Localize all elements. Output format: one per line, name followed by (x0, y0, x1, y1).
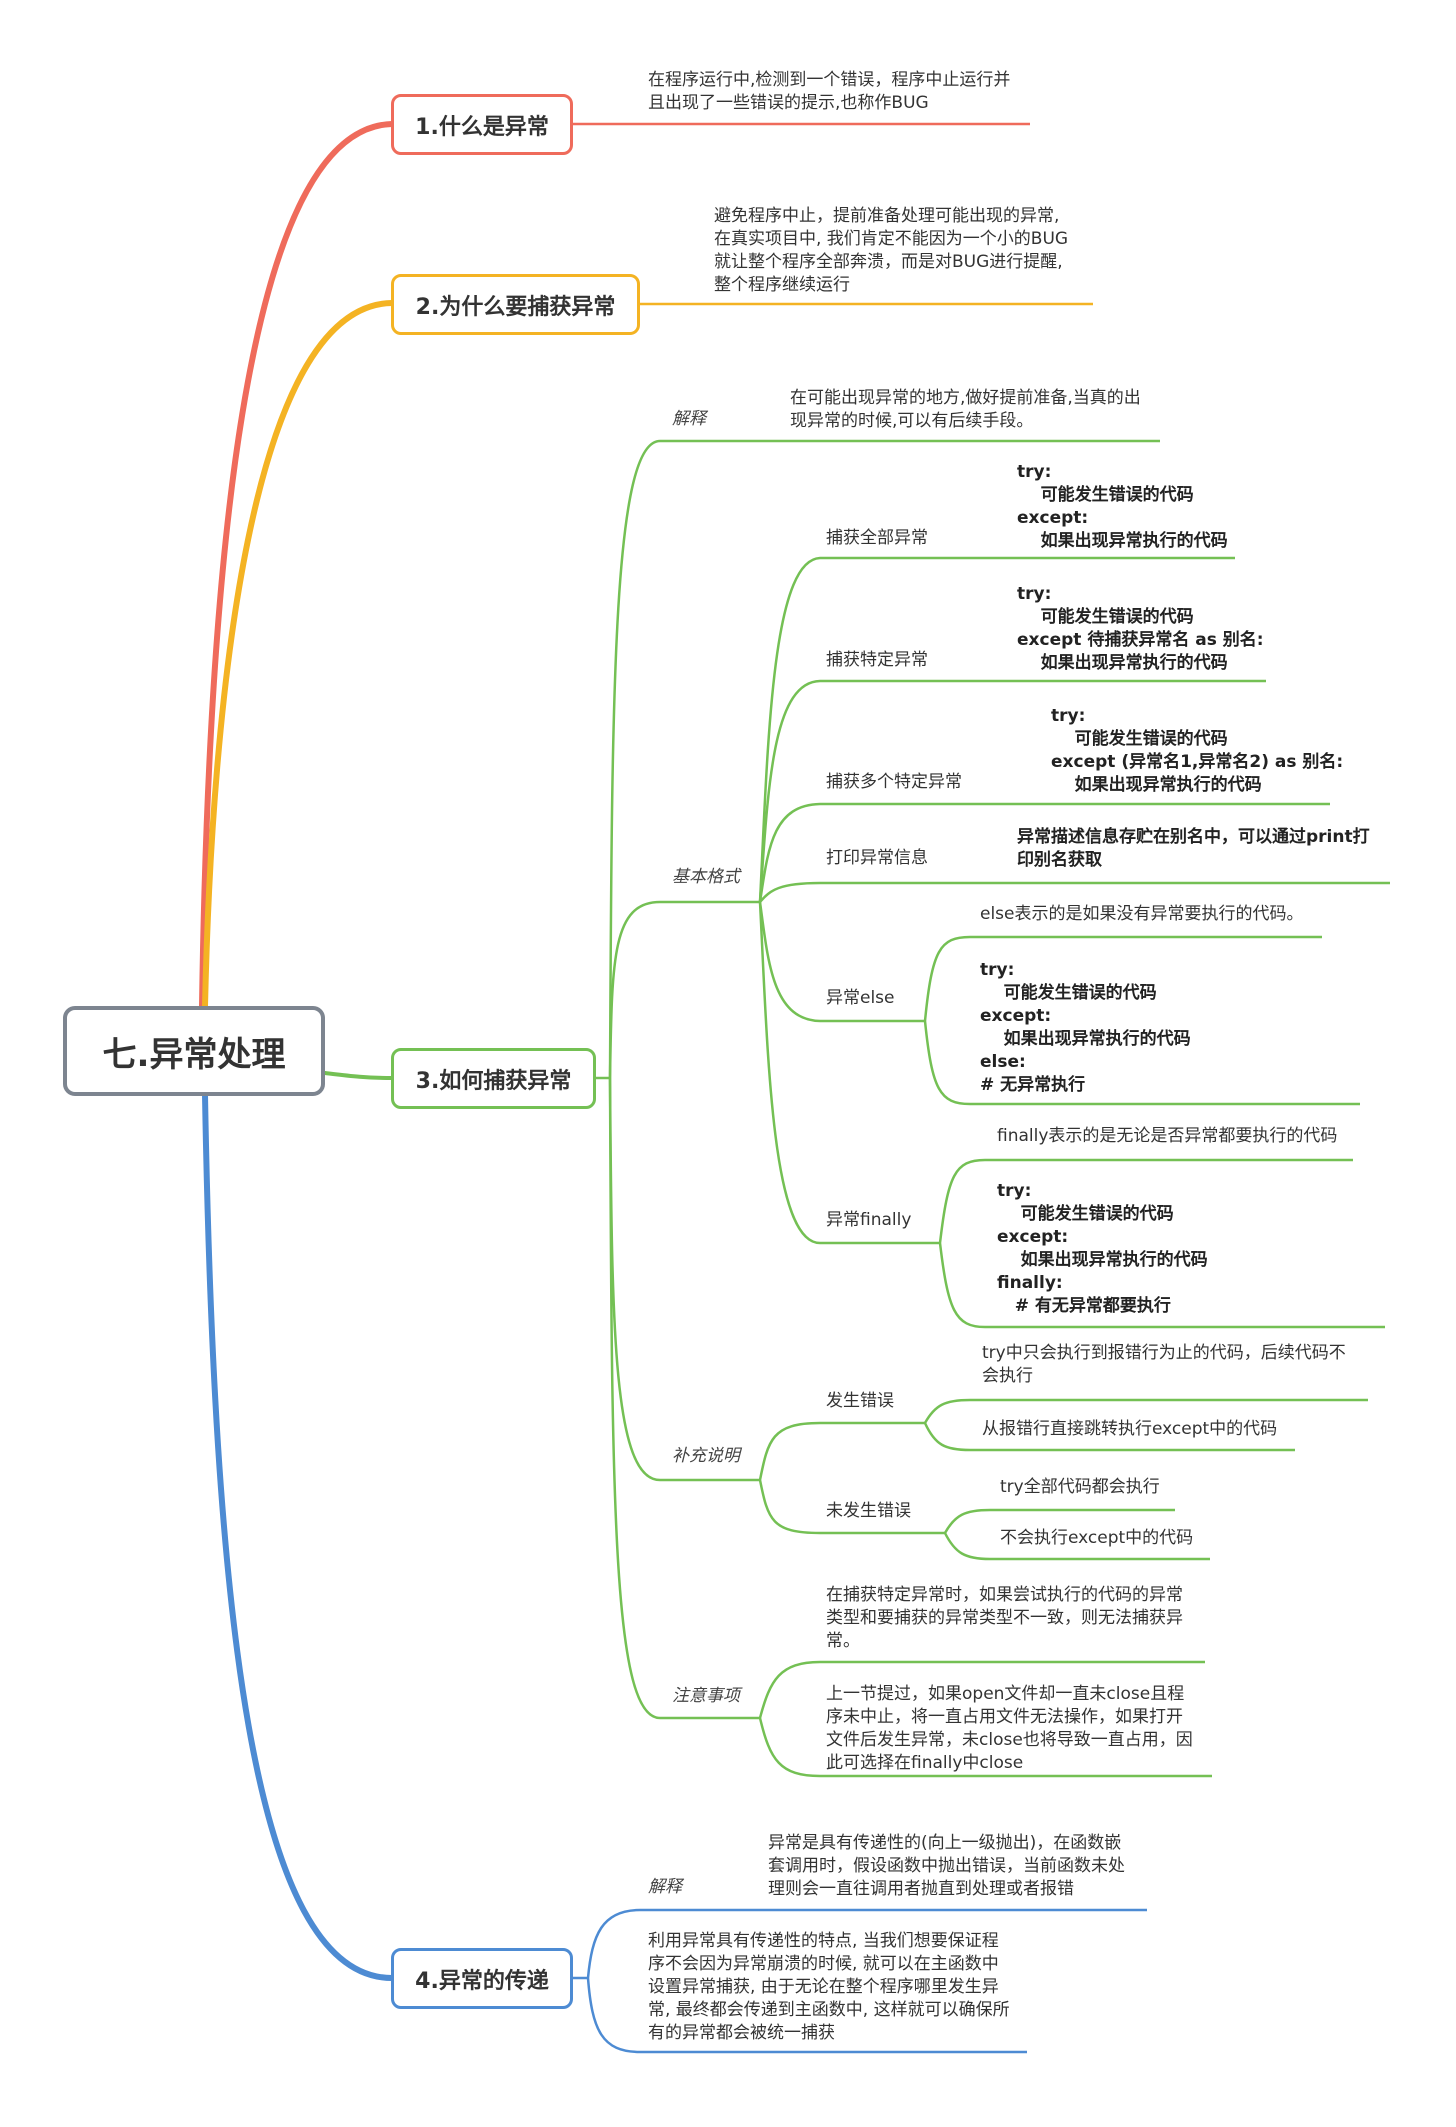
t3-jibengeshi-label: 基本格式 (672, 867, 740, 887)
buchong-noerror-label: 未发生错误 (826, 1501, 911, 1521)
finally-to-code (938, 1242, 1385, 1329)
root-title: 七.异常处理 (102, 1034, 286, 1075)
t4-usage: 利用异常具有传递性的特点, 当我们想要保证程 序不会因为异常崩溃的时候, 就可以… (648, 1931, 1010, 2043)
else-to-code (923, 1020, 1360, 1106)
else-to-desc (923, 935, 1322, 1022)
item-all-label: 捕获全部异常 (826, 528, 928, 548)
t4-jieshi-text: 异常是具有传递性的(向上一级抛出)，在函数嵌 套调用时，假设函数中抛出错误，当前… (768, 1833, 1125, 1899)
item-finally-label: 异常finally (826, 1210, 912, 1230)
buchong-to-error (758, 1421, 925, 1481)
t4-to-jieshi (586, 1908, 1147, 1979)
item-finally-code: try: 可能发生错误的代码 except: 如果出现异常执行的代码 final… (997, 1181, 1208, 1316)
topic-2-title: 2.为什么要捕获异常 (415, 294, 616, 320)
t3-zhuyi-label: 注意事项 (672, 1686, 740, 1706)
item-multi-label: 捕获多个特定异常 (826, 772, 962, 792)
topic-2-node[interactable]: 2.为什么要捕获异常 (391, 274, 640, 335)
root-node[interactable]: 七.异常处理 (63, 1006, 325, 1096)
topic-4-node[interactable]: 4.异常的传递 (391, 1948, 573, 2009)
zhuyi-to-a (758, 1660, 1205, 1719)
buchong-error-a: try中只会执行到报错行为止的代码，后续代码不 会执行 (982, 1343, 1346, 1386)
t3-to-jieshi (608, 439, 1160, 1079)
item-else-label: 异常else (826, 988, 895, 1008)
topic-1-desc: 在程序运行中,检测到一个错误，程序中止运行并 且出现了一些错误的提示,也称作BU… (648, 70, 1011, 113)
item-print-code: 异常描述信息存贮在别名中，可以通过print打 印别名获取 (1017, 827, 1370, 870)
topic-2-desc: 避免程序中止，提前准备处理可能出现的异常, 在真实项目中, 我们肯定不能因为一个… (714, 206, 1069, 295)
topic-3-title: 3.如何捕获异常 (415, 1068, 572, 1094)
jbgs-to-multi (758, 802, 1330, 903)
noerror-to-a (943, 1508, 1175, 1534)
buchong-noerror-b: 不会执行except中的代码 (1000, 1528, 1194, 1548)
buchong-noerror-a: try全部代码都会执行 (1000, 1477, 1160, 1497)
t3-to-buchong (608, 1077, 760, 1482)
jbgs-to-finally (758, 901, 940, 1245)
branch-green (323, 1071, 394, 1080)
t3-jieshi-label: 解释 (672, 409, 706, 429)
error-to-b (923, 1422, 1295, 1452)
topic-4-title: 4.异常的传递 (415, 1968, 549, 1994)
zhuyi-to-b (758, 1717, 1212, 1778)
jbgs-to-else (758, 901, 925, 1023)
item-specific-code: try: 可能发生错误的代码 except 待捕获异常名 as 别名: 如果出现… (1017, 584, 1264, 673)
jbgs-to-all (758, 556, 1235, 903)
zhuyi-b: 上一节提过，如果open文件却一直未close且程 序未中止，将一直占用文件无法… (826, 1684, 1193, 1773)
item-finally-desc: finally表示的是无论是否异常都要执行的代码 (997, 1126, 1338, 1146)
item-else-code: try: 可能发生错误的代码 except: 如果出现异常执行的代码 else:… (980, 960, 1191, 1095)
t4-to-usage (586, 1977, 1027, 2054)
branch-blue (202, 1092, 395, 1981)
finally-to-desc (938, 1158, 1353, 1244)
noerror-to-b (943, 1532, 1210, 1561)
t3-to-zhuyi (608, 1077, 760, 1720)
item-else-desc: else表示的是如果没有异常要执行的代码。 (980, 904, 1304, 924)
item-specific-label: 捕获特定异常 (826, 650, 928, 670)
topic-3-node[interactable]: 3.如何捕获异常 (391, 1048, 596, 1109)
t3-buchong-label: 补充说明 (672, 1446, 740, 1466)
item-all-code: try: 可能发生错误的代码 except: 如果出现异常执行的代码 (1017, 462, 1228, 551)
topic-1-title: 1.什么是异常 (415, 114, 549, 140)
t3-to-jibengeshi (608, 900, 760, 1079)
jbgs-to-print (759, 881, 1390, 903)
branch-yellow (202, 300, 395, 1009)
item-multi-code: try: 可能发生错误的代码 except (异常名1,异常名2) as 别名:… (1051, 706, 1344, 795)
buchong-error-label: 发生错误 (826, 1391, 894, 1411)
buchong-to-noerror (758, 1479, 945, 1535)
error-to-a (923, 1398, 1368, 1424)
item-print-label: 打印异常信息 (826, 848, 928, 868)
t4-jieshi-label: 解释 (648, 1877, 682, 1897)
branch-red (199, 121, 395, 1009)
topic-1-node[interactable]: 1.什么是异常 (391, 94, 573, 155)
t3-jieshi-text: 在可能出现异常的地方,做好提前准备,当真的出 现异常的时候,可以有后续手段。 (790, 388, 1141, 431)
zhuyi-a: 在捕获特定异常时，如果尝试执行的代码的异常 类型和要捕获的异常类型不一致，则无法… (826, 1585, 1183, 1651)
jbgs-to-specific (758, 679, 1266, 903)
buchong-error-b: 从报错行直接跳转执行except中的代码 (982, 1419, 1278, 1439)
